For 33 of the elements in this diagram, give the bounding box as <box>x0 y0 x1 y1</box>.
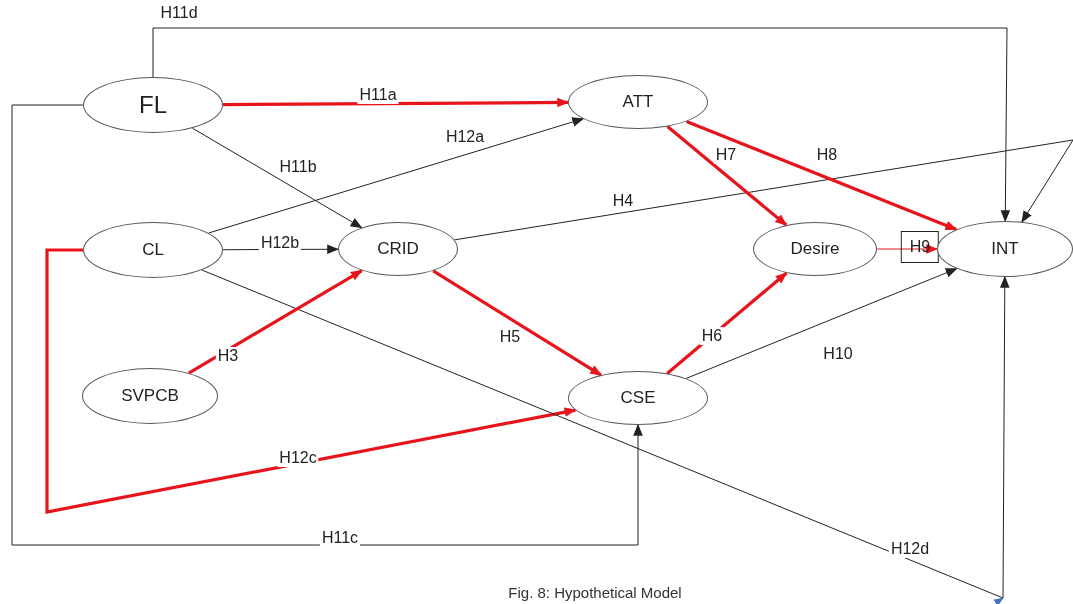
arrow <box>432 269 603 377</box>
edge-label: H11a <box>357 86 399 104</box>
edge-label: H12b <box>258 234 302 252</box>
arrow <box>222 97 570 108</box>
node-label: FL <box>139 91 167 119</box>
figure-caption: Fig. 8: Hypothetical Model <box>508 584 682 601</box>
node-label: CL <box>142 240 164 260</box>
node-label: CSE <box>620 388 656 408</box>
framed-edge-label: H9 <box>900 231 940 263</box>
node-label: CRID <box>377 239 419 259</box>
construct-ellipse <box>937 221 1073 277</box>
edge-label: H12d <box>888 540 932 558</box>
arrow <box>45 248 577 514</box>
arrow <box>666 125 788 227</box>
arrow <box>188 269 363 375</box>
arrow <box>152 27 1011 223</box>
node-label: INT <box>991 239 1019 259</box>
edge-label: H6 <box>699 327 725 345</box>
arrow <box>453 139 1073 241</box>
edge-label: H12c <box>277 449 319 467</box>
node-label: SVPCB <box>121 386 179 406</box>
construct-ellipse <box>568 371 708 425</box>
edge-label: H7 <box>713 146 739 164</box>
arrow <box>685 119 958 231</box>
node-label: ATT <box>622 92 654 112</box>
arrow <box>191 127 363 229</box>
arrow <box>11 104 643 546</box>
arrow <box>876 244 939 254</box>
arrow <box>685 268 958 379</box>
arrow <box>201 269 1010 604</box>
arrow <box>208 117 585 234</box>
node-label: Desire <box>790 239 840 259</box>
edge-label: H11c <box>319 529 361 547</box>
